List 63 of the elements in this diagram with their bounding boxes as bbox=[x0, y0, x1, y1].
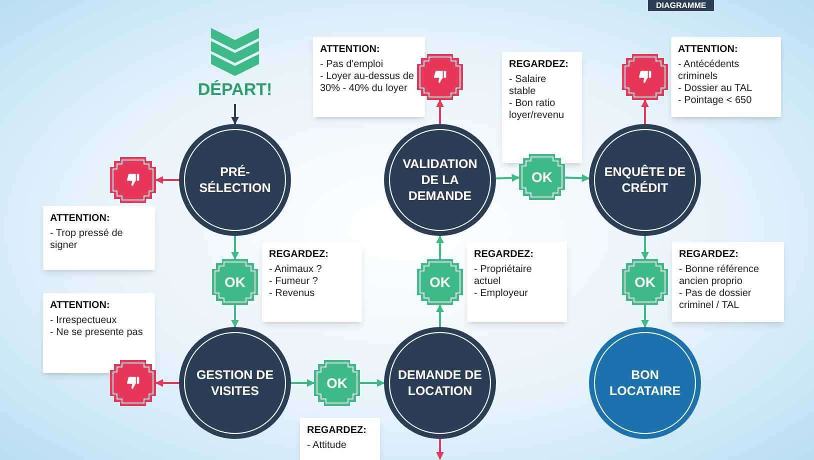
note-card bbox=[672, 242, 784, 322]
note-heading: REGARDEZ: bbox=[509, 58, 568, 71]
note-heading: REGARDEZ: bbox=[679, 248, 738, 261]
list-item: - Revenus bbox=[269, 288, 315, 300]
ok-badge: OK bbox=[519, 154, 565, 200]
arrow bbox=[436, 439, 444, 460]
arrow bbox=[436, 235, 444, 259]
arrow bbox=[641, 99, 649, 124]
warning-badge bbox=[622, 54, 668, 100]
list-item: - Propriétaire actuel bbox=[474, 264, 533, 288]
ok-badge: OK bbox=[417, 259, 463, 305]
list-item: - Trop pressé de signer bbox=[50, 228, 124, 252]
note-heading: ATTENTION: bbox=[678, 43, 738, 56]
arrow bbox=[231, 305, 239, 328]
arrow bbox=[360, 379, 385, 387]
note-card bbox=[671, 37, 781, 117]
list-item: - Salaire stable bbox=[509, 74, 548, 98]
warning-badge bbox=[110, 360, 156, 406]
ok-badge: OK bbox=[314, 360, 360, 406]
note-card bbox=[300, 418, 380, 460]
arrow bbox=[436, 304, 444, 327]
list-item: - Ne se presente pas bbox=[50, 327, 143, 339]
arrow bbox=[496, 174, 520, 182]
arrow bbox=[564, 174, 590, 182]
list-item: - Attitude bbox=[307, 440, 346, 452]
warning-badge bbox=[417, 54, 463, 100]
warning-badge bbox=[110, 157, 156, 203]
note-card bbox=[313, 37, 425, 117]
note-card bbox=[467, 242, 567, 322]
note-heading: ATTENTION: bbox=[320, 43, 380, 56]
note-card bbox=[43, 206, 155, 270]
list-item: - Irrespectueux bbox=[50, 315, 117, 327]
list-item: - Pointage < 650 bbox=[678, 95, 752, 107]
note-heading: REGARDEZ: bbox=[307, 424, 366, 437]
note-heading: REGARDEZ: bbox=[269, 248, 328, 261]
list-item: - Antécédents criminels bbox=[678, 59, 740, 83]
ok-badge: OK bbox=[622, 259, 668, 305]
list-item: - Bon ratio loyer/revenu bbox=[509, 98, 566, 122]
list-item: - Animaux ? bbox=[269, 264, 322, 276]
arrow bbox=[155, 176, 179, 184]
list-item: - Dossier au TAL bbox=[678, 83, 752, 95]
arrow bbox=[291, 379, 315, 387]
list-item: - Employeur bbox=[474, 288, 528, 300]
note-heading: ATTENTION: bbox=[50, 212, 110, 225]
list-item: - Pas d'emploi bbox=[320, 59, 384, 71]
arrow bbox=[641, 305, 649, 328]
note-card bbox=[43, 293, 155, 373]
note-heading: REGARDEZ: bbox=[474, 248, 534, 261]
arrow bbox=[436, 99, 444, 124]
list-item: - Pas de dossier criminel / TAL bbox=[679, 288, 752, 312]
start-label: DÉPART! bbox=[198, 81, 272, 98]
list-item: - Bonne référence ancien proprio bbox=[679, 264, 760, 288]
arrow bbox=[231, 104, 239, 125]
header-badge: DIAGRAMME bbox=[648, 0, 714, 11]
note-card bbox=[502, 52, 582, 163]
arrow bbox=[231, 236, 239, 260]
arrow bbox=[155, 379, 179, 387]
ok-badge: OK bbox=[212, 259, 258, 305]
note-heading: ATTENTION: bbox=[50, 299, 110, 312]
arrow bbox=[641, 236, 649, 260]
note-card bbox=[262, 242, 362, 322]
list-item: - Loyer au-dessus de 30% - 40% du loyer bbox=[320, 71, 415, 95]
list-item: - Fumeur ? bbox=[269, 276, 318, 288]
